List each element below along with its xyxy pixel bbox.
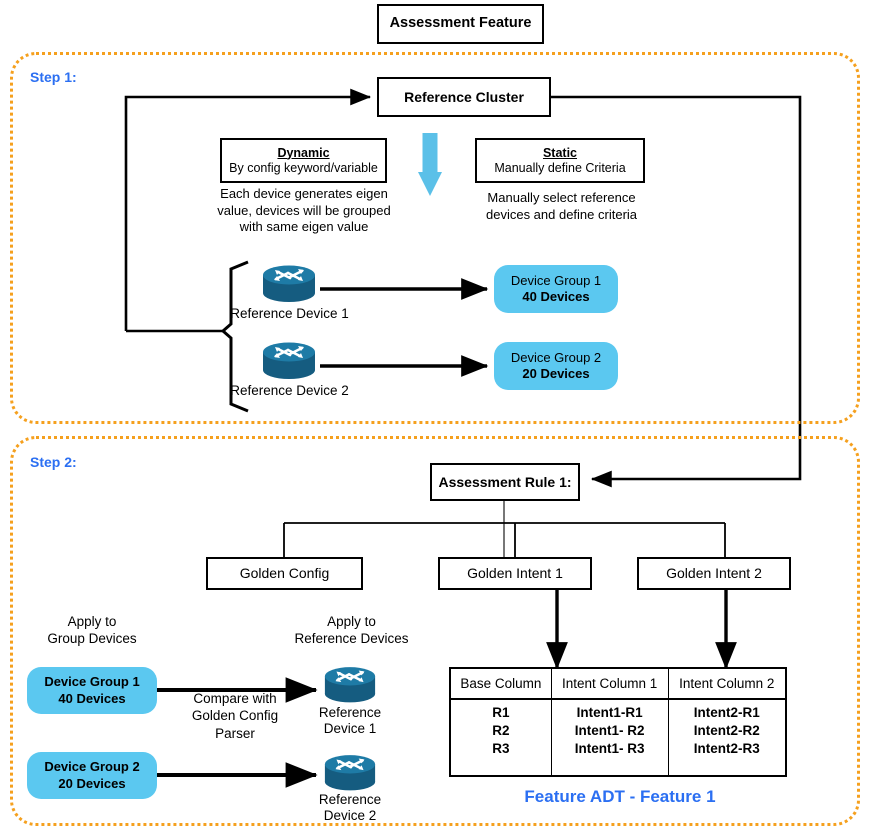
step2-group-1-line1: Device Group 1 xyxy=(44,674,140,690)
assessment-rule-box[interactable]: Assessment Rule 1: xyxy=(430,463,580,501)
step2-group-2-line1: Device Group 2 xyxy=(44,759,140,775)
step2-reference-device-1-label: Reference Device 1 xyxy=(318,705,382,737)
feature-adt-table: Base Column Intent Column 1 Intent Colum… xyxy=(449,667,787,777)
reference-cluster-label: Reference Cluster xyxy=(404,88,524,105)
step2-frame xyxy=(10,436,860,826)
golden-config-box[interactable]: Golden Config xyxy=(206,557,363,590)
page-title: Assessment Feature xyxy=(389,15,532,32)
compare-with-golden-config-parser-text: Compare with Golden Config Parser xyxy=(191,691,279,741)
title-box: Assessment Feature xyxy=(377,4,544,44)
device-group-1-pill[interactable]: Device Group 1 40 Devices xyxy=(494,265,618,313)
step1-label: Step 1: xyxy=(30,69,77,85)
router-icon xyxy=(260,263,318,310)
device-group-2-line2: 20 Devices xyxy=(522,366,590,381)
step2-group-1-line2: 40 Devices xyxy=(58,690,126,706)
apply-to-reference-devices-text: Apply to Reference Devices xyxy=(294,614,409,647)
static-box: Static Manually define Criteria xyxy=(475,138,645,183)
reference-cluster-box[interactable]: Reference Cluster xyxy=(377,77,551,117)
feature-adt-caption: Feature ADT - Feature 1 xyxy=(524,787,716,806)
device-group-1-line2: 40 Devices xyxy=(522,289,590,304)
golden-config-label: Golden Config xyxy=(239,565,330,582)
device-group-2-pill[interactable]: Device Group 2 20 Devices xyxy=(494,342,618,390)
golden-intent-2-box[interactable]: Golden Intent 2 xyxy=(637,557,791,590)
step2-label: Step 2: xyxy=(30,454,77,470)
device-group-2-line1: Device Group 2 xyxy=(510,349,602,365)
static-subtext: Manually define Criteria xyxy=(494,160,626,175)
step2-group-2-line2: 20 Devices xyxy=(58,775,126,791)
dynamic-note-line3: with same eigen value xyxy=(239,219,369,235)
router-icon xyxy=(322,664,378,711)
table-cell-intent2: Intent2-R1 Intent2-R2 Intent2-R3 xyxy=(693,705,760,757)
golden-intent-1-label: Golden Intent 1 xyxy=(467,565,563,582)
device-group-1-line1: Device Group 1 xyxy=(510,272,602,288)
static-note: Manually select reference devices and de… xyxy=(478,190,645,223)
step1-frame xyxy=(10,52,860,424)
golden-intent-2-label: Golden Intent 2 xyxy=(666,565,762,582)
static-note-line2: devices and define criteria xyxy=(485,206,638,222)
reference-device-2-label: Reference Device 2 xyxy=(230,383,349,398)
static-heading: Static xyxy=(542,145,578,160)
table-header-cell: Intent Column 2 xyxy=(668,669,785,700)
table-header-cell: Intent Column 1 xyxy=(551,669,669,700)
assessment-rule-label: Assessment Rule 1: xyxy=(438,473,572,490)
table-header-cell: Base Column xyxy=(451,669,552,700)
reference-device-1-label: Reference Device 1 xyxy=(230,306,349,321)
router-icon xyxy=(322,752,378,799)
dynamic-note-line1: Each device generates eigen xyxy=(220,186,388,201)
step2-device-group-2-pill[interactable]: Device Group 2 20 Devices xyxy=(27,752,157,799)
table-row: R1 R2 R3 Intent1-R1 Intent1- R2 Intent1-… xyxy=(451,699,785,775)
dynamic-box: Dynamic By config keyword/variable xyxy=(220,138,387,183)
step2-device-group-1-pill[interactable]: Device Group 1 40 Devices xyxy=(27,667,157,714)
static-note-line1: Manually select reference xyxy=(487,190,636,205)
dynamic-note: Each device generates eigen value, devic… xyxy=(203,186,405,236)
table-cell-base: R1 R2 R3 xyxy=(451,699,552,775)
golden-intent-1-box[interactable]: Golden Intent 1 xyxy=(438,557,592,590)
table-header-row: Base Column Intent Column 1 Intent Colum… xyxy=(451,669,785,700)
dynamic-heading: Dynamic xyxy=(277,145,330,160)
table-cell-intent1: Intent1-R1 Intent1- R2 Intent1- R3 xyxy=(551,699,669,775)
dynamic-subtext: By config keyword/variable xyxy=(229,160,378,175)
router-icon xyxy=(260,340,318,387)
apply-to-group-devices-text: Apply to Group Devices xyxy=(47,614,137,647)
step2-reference-device-2-label: Reference Device 2 xyxy=(318,792,382,824)
dynamic-note-line2: value, devices will be grouped xyxy=(217,202,391,218)
